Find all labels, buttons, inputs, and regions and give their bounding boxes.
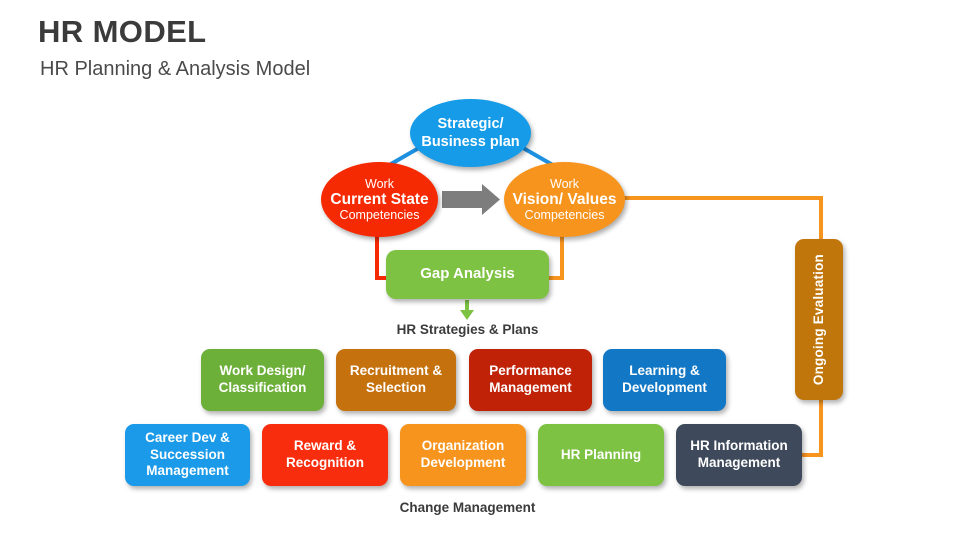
arrow-gap-to-strategies [460,300,474,320]
box-gap-analysis-label: Gap Analysis [420,265,515,283]
box-performance-line1: Performance [489,363,572,379]
box-recruitment-selection[interactable]: Recruitment & Selection [336,349,456,411]
ellipse-current-line2: Current State [330,190,429,208]
box-work-design-classification[interactable]: Work Design/ Classification [201,349,324,411]
box-hrplanning-line1: HR Planning [560,446,642,462]
ellipse-strategic-line2: Business plan [421,134,520,150]
box-work-design-line1: Work Design/ [219,363,306,379]
box-career-line2: Succession [149,446,226,462]
ellipse-current-state[interactable]: Work Current State Competencies [321,162,438,237]
box-reward-recognition[interactable]: Reward & Recognition [262,424,388,486]
box-orgdev-line2: Development [420,455,506,470]
box-hr-information-management[interactable]: HR Information Management [676,424,802,486]
connector-vision-to-ongoing [624,196,823,241]
box-recruitment-line1: Recruitment & [349,363,443,379]
box-ongoing-evaluation[interactable]: Ongoing Evaluation [795,239,843,400]
connector-vision-to-gap [549,236,564,280]
page-title: HR MODEL [38,14,207,49]
box-learning-line2: Development [622,380,707,395]
box-learning-line1: Learning & [629,363,700,379]
box-gap-analysis[interactable]: Gap Analysis [386,250,549,299]
box-hr-planning[interactable]: HR Planning [538,424,664,486]
ellipse-vision-values[interactable]: Work Vision/ Values Competencies [504,162,625,237]
connector-ongoing-to-hrinfo [800,399,823,457]
box-performance-management[interactable]: Performance Management [469,349,592,411]
box-organization-development[interactable]: Organization Development [400,424,526,486]
box-work-design-line2: Classification [218,380,307,395]
box-performance-line2: Management [489,380,572,395]
box-career-line3: Management [146,463,229,479]
box-reward-line2: Recognition [286,455,364,470]
ellipse-vision-line1: Work [550,176,579,191]
ellipse-current-line3: Competencies [339,208,420,223]
caption-hr-strategies-plans: HR Strategies & Plans [396,322,539,337]
ellipse-current-line1: Work [365,176,394,191]
ellipse-strategic-business-plan[interactable]: Strategic/ Business plan [410,99,531,167]
ellipse-vision-line2: Vision/ Values [512,190,617,208]
box-ongoing-evaluation-label: Ongoing Evaluation [810,253,826,386]
ellipse-vision-line3: Competencies [524,208,605,223]
box-learning-development[interactable]: Learning & Development [603,349,726,411]
connector-current-to-gap [375,236,386,280]
box-career-dev-succession-management[interactable]: Career Dev & Succession Management [125,424,250,486]
box-reward-line1: Reward & [293,438,357,454]
box-career-line1: Career Dev & [145,429,230,445]
ellipse-strategic-line1: Strategic/ [437,115,504,132]
box-recruitment-line2: Selection [365,380,426,395]
box-hrinfo-line1: HR Information [690,438,788,454]
box-orgdev-line1: Organization [421,438,505,454]
arrow-current-to-vision [442,184,500,215]
box-hrinfo-line2: Management [697,455,781,470]
page-subtitle: HR Planning & Analysis Model [40,58,311,80]
caption-change-management: Change Management [399,500,536,515]
